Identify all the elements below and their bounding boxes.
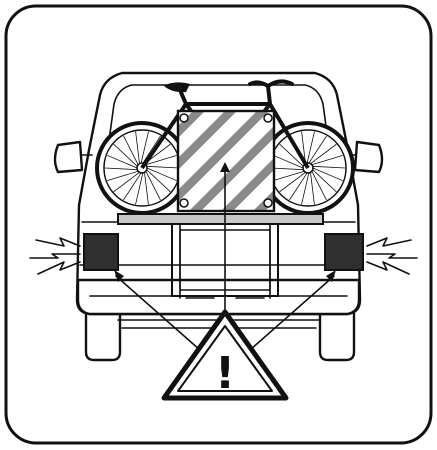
right-tyre [320,310,354,360]
left-tyre [86,310,120,360]
warning-exclamation: ! [215,348,235,399]
tail-light-left-icon [84,234,118,270]
warning-plate-icon [170,111,288,220]
left-mirror [55,142,82,172]
right-mirror [355,142,382,172]
rack-crossbar [118,214,323,224]
tail-light-right-icon [325,234,363,270]
